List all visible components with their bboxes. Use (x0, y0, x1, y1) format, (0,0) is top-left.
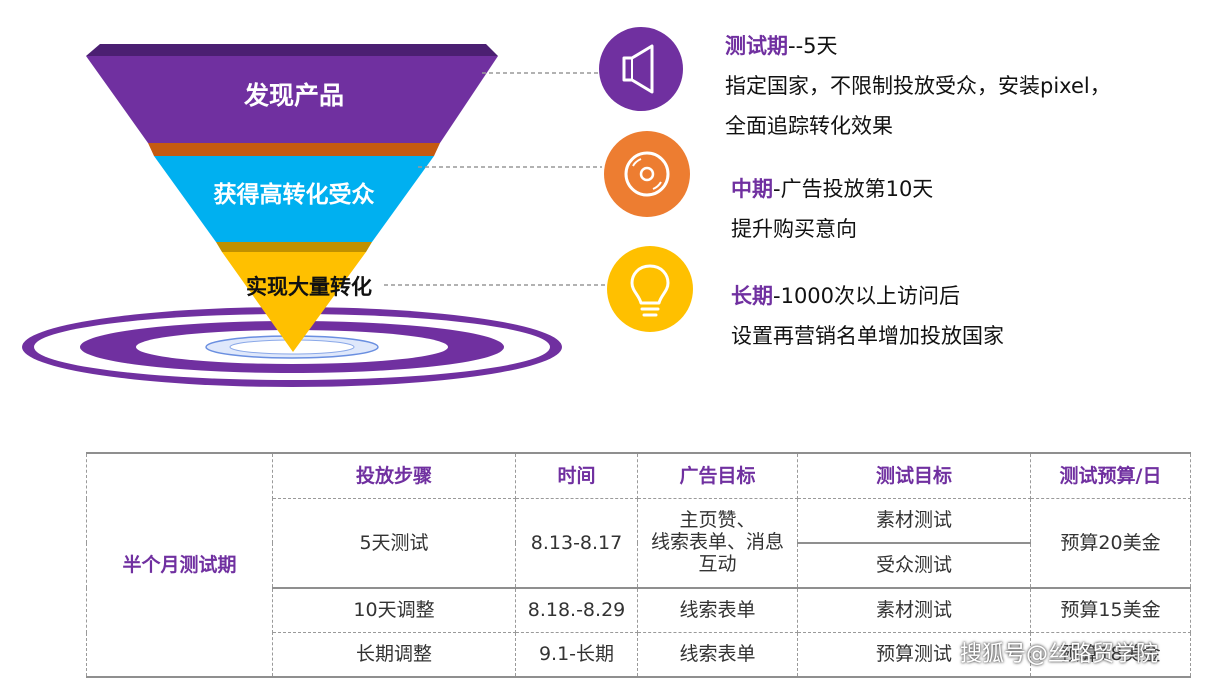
funnel-stage-2 (154, 156, 434, 242)
header-test-goal: 测试目标 (797, 452, 1031, 499)
table-row: 5天测试 8.13-8.17 主页赞、 线索表单、消息 互动 素材测试 预算20… (87, 498, 1191, 589)
table-row: 10天调整 8.18.-8.29 线索表单 素材测试 预算15美金 (87, 587, 1191, 633)
test-goal-cell: 预算测试 (797, 632, 1031, 678)
step-cell: 长期调整 (272, 632, 516, 678)
stage-line-1: 提升购买意向 (731, 216, 857, 241)
step-cell: 5天测试 (272, 498, 516, 589)
budget-cell: 预算18美金 (1030, 632, 1191, 678)
header-ad-goal: 广告目标 (637, 452, 798, 499)
stage-text-long: 长期-1000次以上访问后 设置再营销名单增加投放国家 (731, 277, 1004, 357)
ad-goal-line: 主页赞、 (679, 509, 756, 532)
time-cell: 8.13-8.17 (515, 498, 638, 589)
time-cell: 9.1-长期 (515, 632, 638, 678)
funnel-stage-3-label: 实现大量转化 (246, 275, 372, 299)
ad-goal-cell: 主页赞、 线索表单、消息 互动 (637, 498, 798, 589)
disc-icon (604, 131, 690, 217)
budget-cell: 预算20美金 (1030, 498, 1191, 589)
budget-cell: 预算15美金 (1030, 587, 1191, 633)
watermark: 搜狐号@丝路贸学院 (960, 642, 1159, 667)
header-time: 时间 (515, 452, 638, 499)
period-cell: 半个月测试期 (86, 452, 273, 678)
table-header-row: 半个月测试期 投放步骤 时间 广告目标 测试目标 测试预算/日 (86, 452, 1191, 678)
test-goal-cell: 素材测试 (797, 498, 1031, 544)
megaphone-icon (599, 27, 683, 111)
stage-line-2: 全面追踪转化效果 (725, 113, 893, 138)
lightbulb-icon (607, 246, 693, 332)
funnel-stage-1-top (86, 44, 498, 56)
funnel-stage-2-top (148, 143, 440, 156)
funnel-stage-2-label: 获得高转化受众 (214, 181, 375, 208)
table-row: 受众测试 (87, 542, 1191, 589)
step-cell: 10天调整 (272, 587, 516, 633)
header-step: 投放步骤 (272, 452, 516, 499)
stage-heading-mid: 中期-广告投放第10天 (731, 177, 934, 201)
stage-heading-testing: 测试期--5天 (725, 34, 838, 58)
funnel-stage-1 (86, 56, 498, 143)
funnel-stage-1-label: 发现产品 (243, 81, 344, 110)
test-goal-cell: 受众测试 (797, 542, 1031, 589)
header-budget: 测试预算/日 (1030, 452, 1191, 499)
funnel-stage-3 (222, 252, 366, 352)
stage-text-testing: 测试期--5天 指定国家，不限制投放受众，安装pixel， 全面追踪转化效果 (725, 27, 1111, 147)
funnel-diagram: 发现产品 获得高转化受众 实现大量转化 (22, 27, 693, 387)
stage-line-1: 指定国家，不限制投放受众，安装pixel， (725, 73, 1111, 98)
funnel-stage-3-top (216, 242, 372, 252)
stage-heading-long: 长期-1000次以上访问后 (731, 284, 961, 308)
ad-goal-cell: 线索表单 (637, 632, 798, 678)
test-goal-cell: 素材测试 (797, 587, 1031, 633)
test-plan-table: 半个月测试期 投放步骤 时间 广告目标 测试目标 测试预算/日 5天测试 8.1… (86, 452, 1191, 678)
ad-goal-line: 线索表单、消息 (650, 531, 784, 554)
ad-goal-cell: 线索表单 (637, 587, 798, 633)
stage-text-mid: 中期-广告投放第10天 提升购买意向 (731, 170, 933, 250)
ad-goal-line: 互动 (698, 552, 737, 575)
stage-line-1: 设置再营销名单增加投放国家 (731, 323, 1004, 348)
table-row: 长期调整 9.1-长期 线索表单 预算测试 预算18美金 (87, 632, 1191, 678)
time-cell: 8.18.-8.29 (515, 587, 638, 633)
